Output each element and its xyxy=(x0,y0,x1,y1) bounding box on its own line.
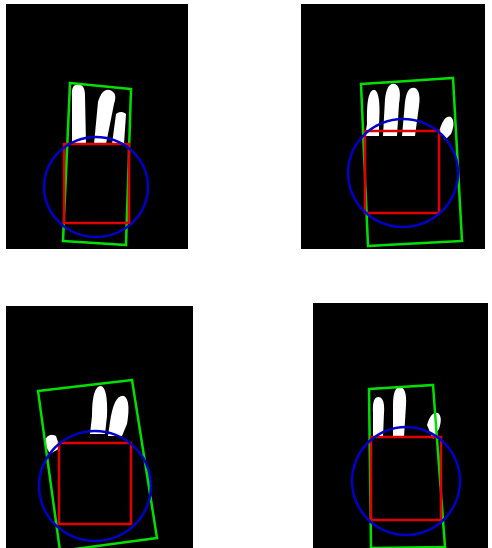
palm-square xyxy=(371,437,441,520)
panel-1-figure xyxy=(6,4,188,249)
palm-square xyxy=(365,131,439,213)
palm-square xyxy=(64,144,129,223)
hand-segmentation-panel-4 xyxy=(313,303,488,548)
hand-segmentation-panel-3 xyxy=(6,306,193,548)
hand-silhouette xyxy=(72,85,126,144)
panel-2-figure xyxy=(301,4,485,249)
palm-square xyxy=(59,443,131,524)
finger xyxy=(383,84,400,136)
finger xyxy=(402,88,420,136)
finger xyxy=(373,397,384,437)
finger xyxy=(108,396,128,436)
finger xyxy=(72,85,86,144)
hand-segmentation-panel-2 xyxy=(301,4,485,249)
panel-3-figure xyxy=(6,306,193,548)
finger xyxy=(439,117,454,140)
panel-4-figure xyxy=(313,303,488,548)
finger xyxy=(90,386,107,434)
hand-segmentation-panel-1 xyxy=(6,4,188,249)
finger xyxy=(393,387,406,437)
